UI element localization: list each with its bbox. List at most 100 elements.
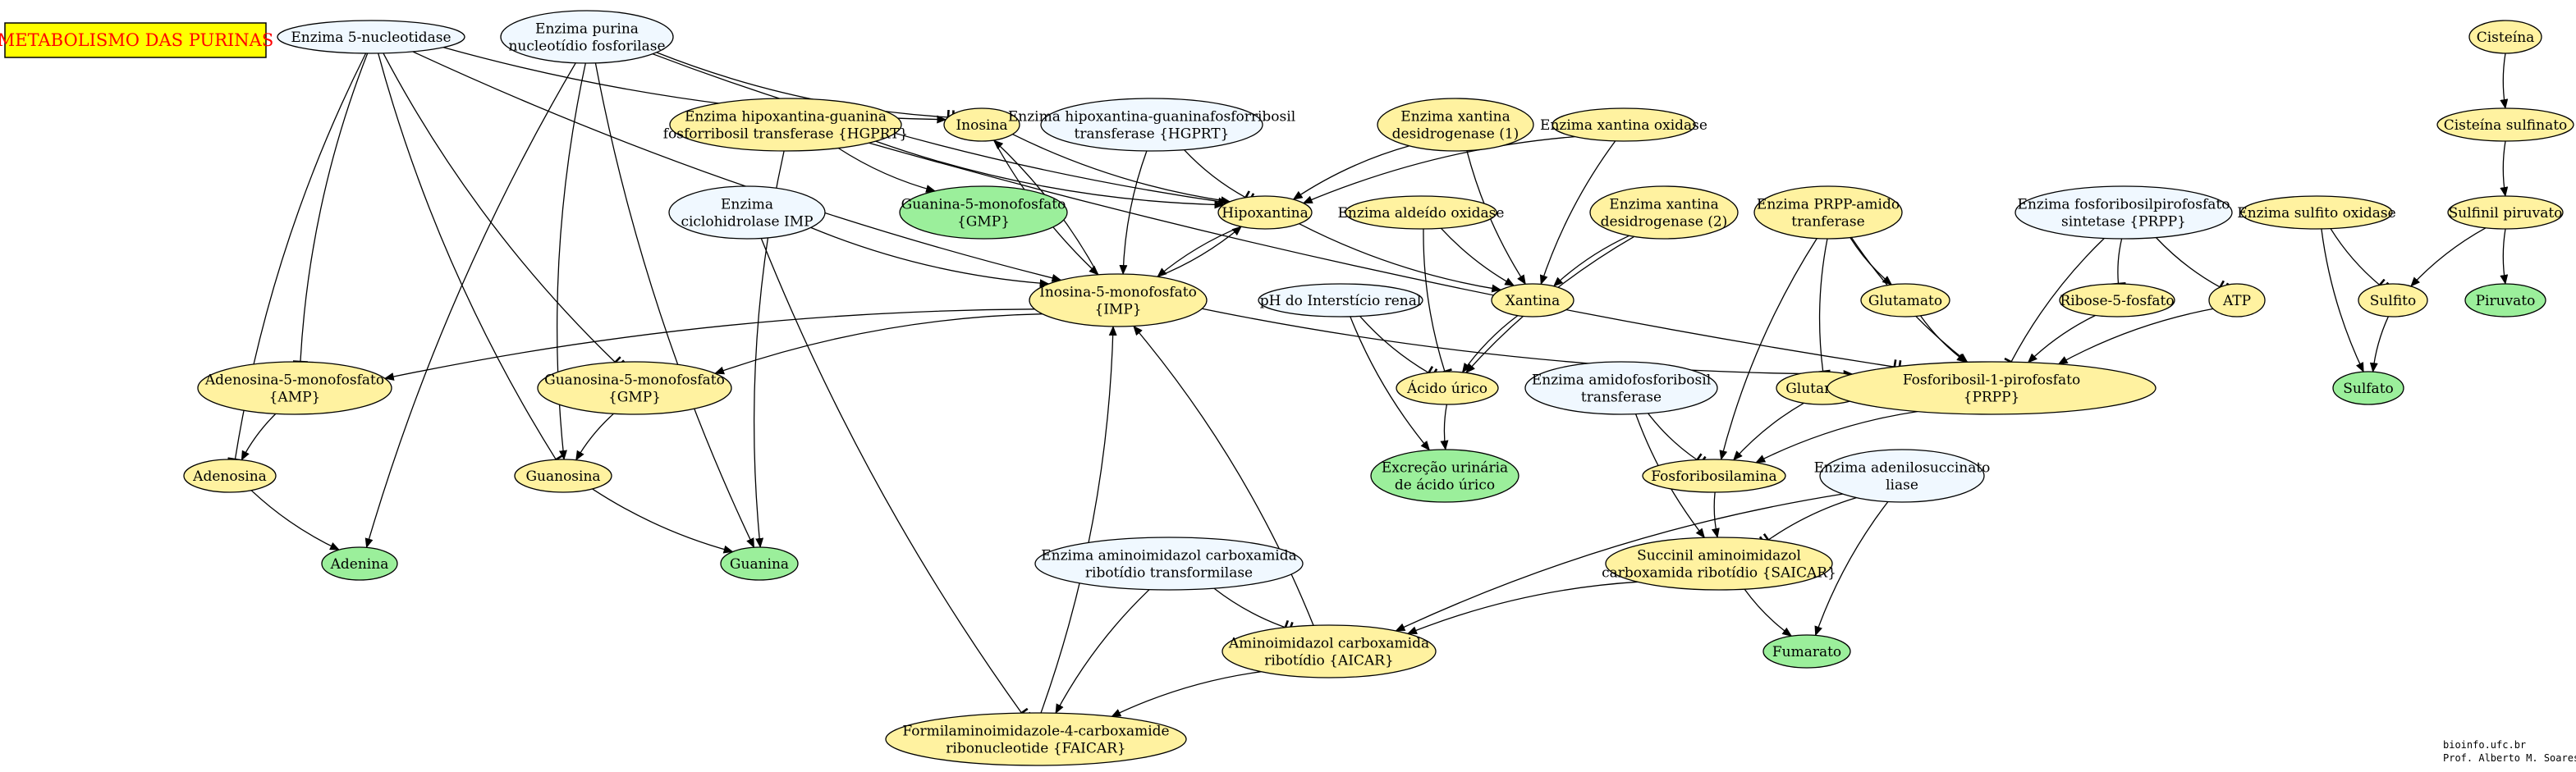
node-label-gmp1: {GMP} xyxy=(957,214,1010,231)
node-shape-eimp xyxy=(668,185,826,240)
node-label-fosfamina: Fosforibosilamina xyxy=(1651,468,1776,485)
node-gmp2: Guanosina-5-monofosfato{GMP} xyxy=(537,361,732,415)
node-shape-eprpps xyxy=(2015,185,2233,240)
node-label-exd1: desidrogenase (1) xyxy=(1392,126,1519,143)
node-label-adenosina: Adenosina xyxy=(192,468,267,485)
node-label-fumarato: Fumarato xyxy=(1772,644,1841,660)
node-label-eimp: Enzima xyxy=(721,197,773,213)
edge-eprpps-to-prpp xyxy=(2001,238,2105,371)
edge-aicar-to-faicar xyxy=(1111,671,1262,717)
edge-eimp-to-imp xyxy=(810,226,1050,288)
node-exo: Enzima xantina oxidase xyxy=(1540,107,1707,142)
node-shape-xantina xyxy=(1491,283,1574,317)
node-shape-fosfamina xyxy=(1642,459,1786,493)
node-label-imp: Inosina-5-monofosfato xyxy=(1039,285,1197,301)
edge-ealdox-to-xantina xyxy=(1441,227,1515,286)
node-shape-gmp1 xyxy=(899,185,1068,240)
node-shape-eprppat xyxy=(1753,185,1903,240)
node-label-cistsulf: Cisteína sulfinato xyxy=(2444,117,2568,134)
edge-esulfox-to-sulfato xyxy=(2321,228,2364,373)
edge-eprpps-to-ribose xyxy=(2111,238,2127,291)
node-faicar: Formilaminoimidazole-4-carboxamideribonu… xyxy=(885,712,1187,766)
node-guanina: Guanina xyxy=(720,546,799,581)
edge-esulfox-to-sulfito xyxy=(2330,228,2390,295)
node-sulfpir: Sulfinil piruvato xyxy=(2447,195,2564,230)
node-shape-adenina xyxy=(321,546,398,581)
node-label-atp: ATP xyxy=(2222,293,2251,309)
node-label-sulfpir: Sulfinil piruvato xyxy=(2449,205,2563,222)
node-adenina: Adenina xyxy=(321,546,398,581)
node-label-ehgprt1: fosforribosil transferase {HGPRT} xyxy=(663,126,908,143)
node-shape-inosina xyxy=(943,107,1020,142)
node-shape-hipox xyxy=(1217,195,1313,230)
edge-eamido-to-fosfamina xyxy=(1647,413,1707,470)
edge-saicar-to-fumarato xyxy=(1744,588,1793,637)
edge-e5nuc-to-amp xyxy=(292,53,369,368)
edge-eadsl-to-aicar xyxy=(1395,493,1843,632)
node-shape-exo xyxy=(1552,107,1696,142)
node-label-imp: {IMP} xyxy=(1094,302,1141,318)
node-label-eamido: transferase xyxy=(1581,390,1662,406)
node-label-aicar: ribotídio {AICAR} xyxy=(1264,653,1394,669)
node-label-adenina: Adenina xyxy=(330,556,389,573)
node-shape-imp xyxy=(1029,273,1208,327)
node-shape-sulfato xyxy=(2332,371,2404,405)
edge-glutamina-to-fosfamina xyxy=(1733,402,1804,461)
node-label-eprpps: sintetase {PRPP} xyxy=(2061,214,2186,231)
node-label-gmp2: Guanosina-5-monofosfato xyxy=(544,372,725,389)
node-shape-epnp xyxy=(500,10,674,64)
edge-eaicart-to-aicar xyxy=(1213,587,1294,637)
node-shape-cisteina xyxy=(2468,20,2542,54)
edge-glutamato-to-prpp xyxy=(1919,315,1967,363)
node-label-cisteina: Cisteína xyxy=(2477,30,2535,46)
node-label-excrecao: Excreção urinária xyxy=(1382,460,1508,477)
credit-site: bioinfo.ufc.br xyxy=(2443,739,2526,751)
node-label-eprpps: Enzima fosforibosilpirofosfato xyxy=(2018,197,2230,213)
node-shape-exd1 xyxy=(1377,98,1534,152)
node-label-prpp: Fosforibosil-1-pirofosfato xyxy=(1903,372,2080,389)
node-label-eprppat: Enzima PRPP-amido xyxy=(1757,197,1900,213)
edge-exd1-to-xantina xyxy=(1466,150,1526,286)
node-label-eimp: ciclohidrolase IMP xyxy=(681,214,813,231)
edge-e5nuc-to-gmp2 xyxy=(383,53,626,372)
node-label-guanosina: Guanosina xyxy=(525,468,600,485)
edge-exo-to-xantina xyxy=(1539,140,1616,286)
node-label-exd2: Enzima xantina xyxy=(1609,197,1718,213)
edge-epnp-to-hipox xyxy=(652,53,1229,206)
node-ehgprt2: Enzima hipoxantina-guaninafosforribosilt… xyxy=(1008,98,1295,152)
node-shape-urico xyxy=(1396,371,1499,405)
node-shape-eadsl xyxy=(1819,449,1985,503)
node-label-hipox: Hipoxantina xyxy=(1222,205,1308,222)
node-shape-adenosina xyxy=(183,459,277,493)
edge-eadsl-to-saicar xyxy=(1758,496,1857,550)
node-imp: Inosina-5-monofosfato{IMP} xyxy=(1029,273,1208,327)
node-gmp1: Guanina-5-monofosfato{GMP} xyxy=(899,185,1068,240)
node-e5nuc: Enzima 5-nucleotidase xyxy=(277,20,465,54)
edge-amp-to-adenosina xyxy=(241,413,277,461)
node-shape-piruvato xyxy=(2464,283,2546,317)
edge-faicar-to-imp xyxy=(1040,326,1117,714)
node-label-ph: pH do Interstício renal xyxy=(1260,293,1422,309)
node-label-sulfito: Sulfito xyxy=(2370,293,2416,309)
node-hipox: Hipoxantina xyxy=(1217,195,1313,230)
edge-ehgprt2-to-imp xyxy=(1119,150,1148,276)
node-label-urico: Ácido úrico xyxy=(1406,380,1487,397)
edge-sulfpir-to-sulfito xyxy=(2410,227,2487,287)
node-label-gmp2: {GMP} xyxy=(608,390,661,406)
node-label-eaicart: Enzima aminoimidazol carboxamida xyxy=(1041,548,1297,564)
node-shape-eaicart xyxy=(1034,537,1304,591)
edge-cistsulf-to-sulfpir xyxy=(2500,140,2509,197)
edge-eprppat-to-glutamina xyxy=(1815,238,1831,379)
node-cisteina: Cisteína xyxy=(2468,20,2542,54)
node-label-amp: Adenosina-5-monofosfato xyxy=(204,372,384,389)
node-label-eadsl: liase xyxy=(1886,477,1918,494)
node-fumarato: Fumarato xyxy=(1762,634,1851,669)
node-shape-atp xyxy=(2208,283,2266,317)
node-xantina: Xantina xyxy=(1491,283,1574,317)
